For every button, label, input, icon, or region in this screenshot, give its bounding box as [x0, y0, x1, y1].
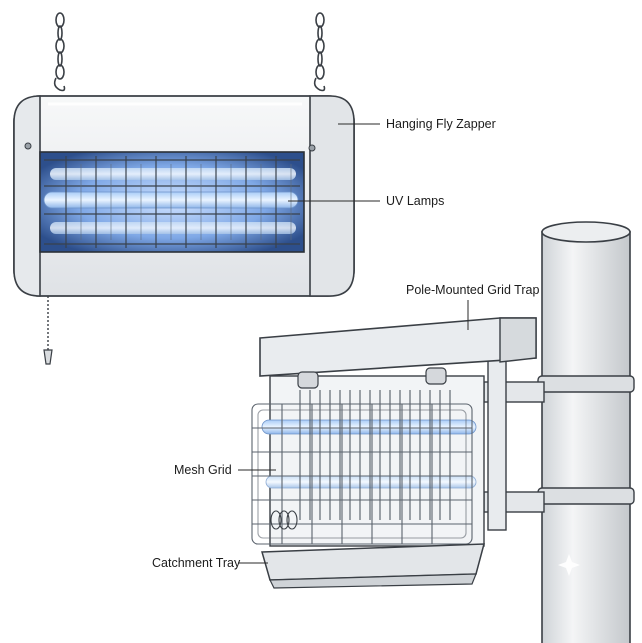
trap-uv-tube — [261, 419, 477, 435]
trap-frame — [269, 375, 485, 547]
pole-clamp-lower — [537, 487, 635, 505]
pole-clamp-upper — [537, 375, 635, 393]
screw-icon — [308, 144, 316, 152]
pole-mounted-grid-trap — [251, 317, 545, 589]
screw-icon — [24, 142, 32, 150]
zapper-left-cap — [13, 95, 41, 297]
right-chain — [313, 12, 326, 92]
pole — [537, 221, 635, 643]
label-catchment-tray: Catchment Tray — [152, 556, 241, 570]
uv-lamp-tube — [50, 222, 296, 234]
trap-uv-tube — [265, 475, 477, 489]
trap-mesh-cage — [251, 403, 473, 545]
zapper-inner-grid — [80, 164, 292, 240]
zapper-grill — [44, 156, 300, 248]
trap-electric-grid — [299, 390, 451, 520]
hanging-fly-zapper — [13, 12, 355, 365]
zapper-right-cap — [309, 95, 355, 297]
leader-lines — [238, 123, 469, 564]
spring-icon — [270, 510, 298, 530]
label-mesh-grid: Mesh Grid — [174, 463, 232, 477]
uv-lamp-tube — [50, 168, 296, 180]
left-chain — [53, 12, 66, 92]
sparkle-icon — [558, 554, 580, 576]
label-hanging-fly-zapper: Hanging Fly Zapper — [386, 117, 496, 131]
pull-cord — [43, 296, 53, 365]
label-uv-lamps: UV Lamps — [386, 194, 445, 208]
label-pole-mounted-grid-trap: Pole-Mounted Grid Trap — [406, 283, 540, 297]
